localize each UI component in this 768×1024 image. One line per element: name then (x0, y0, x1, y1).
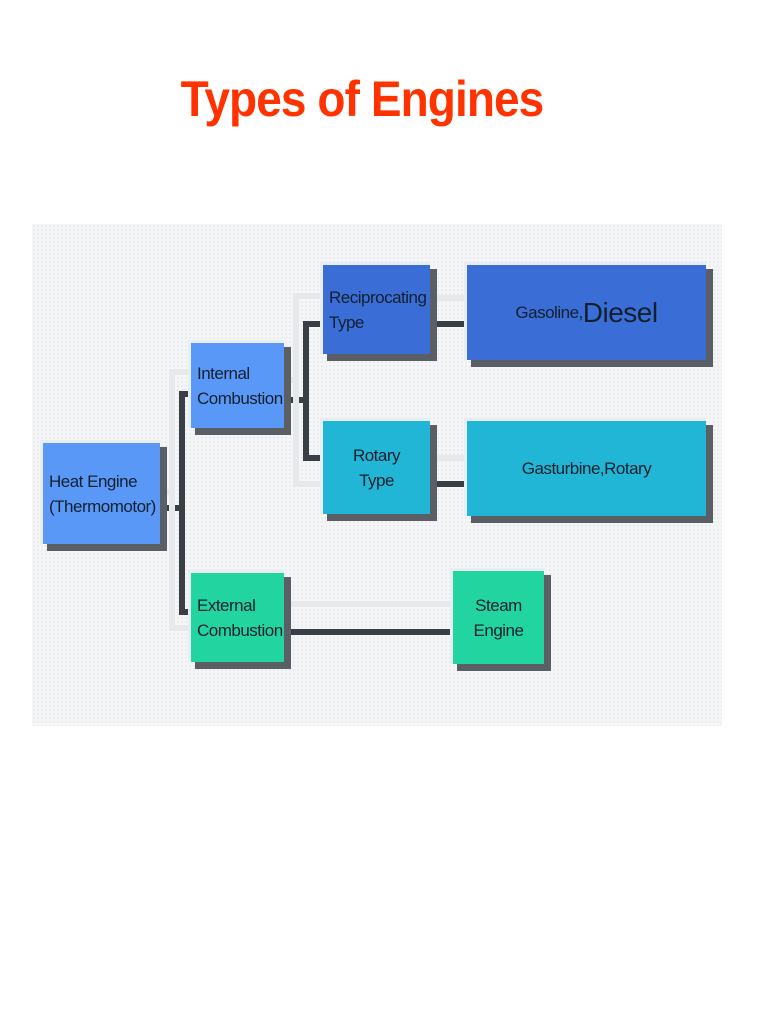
node-internal-line1: Internal (197, 363, 250, 383)
node-steam-engine: Steam Engine (450, 568, 544, 664)
page-title: Types of Engines (180, 71, 545, 127)
node-heat-engine-line2: (Thermomotor) (49, 496, 156, 516)
connector-internal-to-types (284, 293, 322, 487)
node-steam-line1: Steam (475, 595, 522, 615)
connector-types-to-examples (428, 295, 468, 487)
connector-external-to-steam (284, 601, 452, 635)
node-rotary-line1: Rotary (352, 445, 401, 465)
node-external-line1: External (197, 595, 256, 615)
node-rotary-line2: Type (359, 470, 394, 490)
node-external-line2: Combustion (197, 620, 283, 640)
node-rotary-type: Rotary Type (320, 418, 430, 514)
node-gasoline-diesel: Gasoline,Diesel (464, 262, 706, 360)
node-external-combustion: External Combustion (188, 570, 284, 662)
node-internal-line2: Combustion (197, 388, 283, 408)
node-reciprocating-line1: Reciprocating (329, 288, 427, 307)
node-heat-engine-line1: Heat Engine (49, 471, 138, 491)
node-gasoline-label: Gasoline, (515, 303, 583, 322)
node-reciprocating-line2: Type (329, 313, 364, 332)
node-internal-combustion: Internal Combustion (188, 340, 284, 428)
connector-heat-to-branches (160, 369, 190, 631)
node-diesel-label: Diesel (582, 297, 658, 328)
node-gasturbine-rotary: Gasturbine,Rotary (464, 418, 706, 516)
node-heat-engine: Heat Engine (Thermomotor) (40, 440, 160, 544)
node-reciprocating-type: Reciprocating Type (320, 262, 430, 354)
node-gasturbine-label: Gasturbine,Rotary (521, 459, 652, 478)
node-steam-line2: Engine (473, 620, 524, 640)
